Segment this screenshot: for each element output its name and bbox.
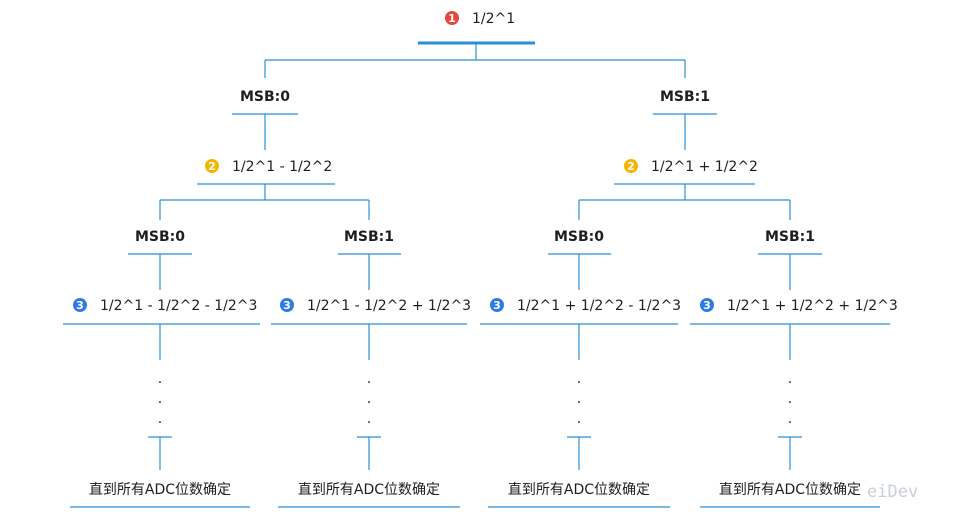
- node-expression: 1/2^1 - 1/2^2 - 1/2^3: [100, 298, 257, 314]
- ellipsis-3: . . .: [577, 371, 581, 427]
- msb-label: MSB:0: [135, 229, 185, 245]
- watermark: eiDev: [867, 482, 918, 502]
- msb-label: MSB:1: [765, 229, 815, 245]
- step-badge-2: [624, 159, 638, 173]
- step-badge-1: [445, 11, 459, 25]
- ellipsis-dot: .: [158, 391, 162, 407]
- step-badge-number: 2: [627, 160, 635, 173]
- ellipsis-dot: .: [158, 411, 162, 427]
- step-badge-number: 3: [76, 299, 84, 312]
- step-badge-3: [280, 298, 294, 312]
- connector-lines: [63, 41, 890, 508]
- step-badge-number: 2: [208, 160, 216, 173]
- ellipsis-dot: .: [788, 411, 792, 427]
- ellipsis-4: . . .: [788, 371, 792, 427]
- ellipsis-dot: .: [367, 411, 371, 427]
- level1-node-left: 2 1/2^1 - 1/2^2: [205, 159, 332, 175]
- step-badge-3: [73, 298, 87, 312]
- msb-label: MSB:1: [660, 89, 710, 105]
- ellipsis-dot: .: [158, 371, 162, 387]
- step-badge-3: [700, 298, 714, 312]
- step-badge-2: [205, 159, 219, 173]
- step-badge-3: [490, 298, 504, 312]
- msb-label: MSB:1: [344, 229, 394, 245]
- step-badge-number: 1: [448, 12, 456, 25]
- node-expression: 1/2^1 + 1/2^2 - 1/2^3: [517, 298, 681, 314]
- root-node: 1 1/2^1: [445, 11, 515, 27]
- ellipsis-dot: .: [367, 391, 371, 407]
- level2-node-1: 3 1/2^1 - 1/2^2 - 1/2^3: [73, 298, 257, 314]
- msb-label: MSB:0: [554, 229, 604, 245]
- final-step-label: 直到所有ADC位数确定: [298, 481, 440, 498]
- ellipsis-dot: .: [577, 391, 581, 407]
- node-expression: 1/2^1 - 1/2^2: [232, 159, 332, 175]
- final-step-label: 直到所有ADC位数确定: [89, 481, 231, 498]
- ellipsis-dot: .: [577, 411, 581, 427]
- ellipsis-dot: .: [788, 391, 792, 407]
- ellipsis-dot: .: [788, 371, 792, 387]
- level1-node-right: 2 1/2^1 + 1/2^2: [624, 159, 758, 175]
- step-badge-number: 3: [703, 299, 711, 312]
- msb-label: MSB:0: [240, 89, 290, 105]
- ellipsis-1: . . .: [158, 371, 162, 427]
- node-expression: 1/2^1 + 1/2^2 + 1/2^3: [727, 298, 898, 314]
- ellipsis-dot: .: [577, 371, 581, 387]
- level2-node-2: 3 1/2^1 - 1/2^2 + 1/2^3: [280, 298, 471, 314]
- ellipsis-dot: .: [367, 371, 371, 387]
- level2-node-3: 3 1/2^1 + 1/2^2 - 1/2^3: [490, 298, 681, 314]
- step-badge-number: 3: [493, 299, 501, 312]
- ellipsis-2: . . .: [367, 371, 371, 427]
- root-label: 1/2^1: [472, 11, 515, 27]
- level2-node-4: 3 1/2^1 + 1/2^2 + 1/2^3: [700, 298, 898, 314]
- node-expression: 1/2^1 + 1/2^2: [651, 159, 758, 175]
- node-expression: 1/2^1 - 1/2^2 + 1/2^3: [307, 298, 471, 314]
- final-step-label: 直到所有ADC位数确定: [508, 481, 650, 498]
- final-step-label: 直到所有ADC位数确定: [719, 481, 861, 498]
- step-badge-number: 3: [283, 299, 291, 312]
